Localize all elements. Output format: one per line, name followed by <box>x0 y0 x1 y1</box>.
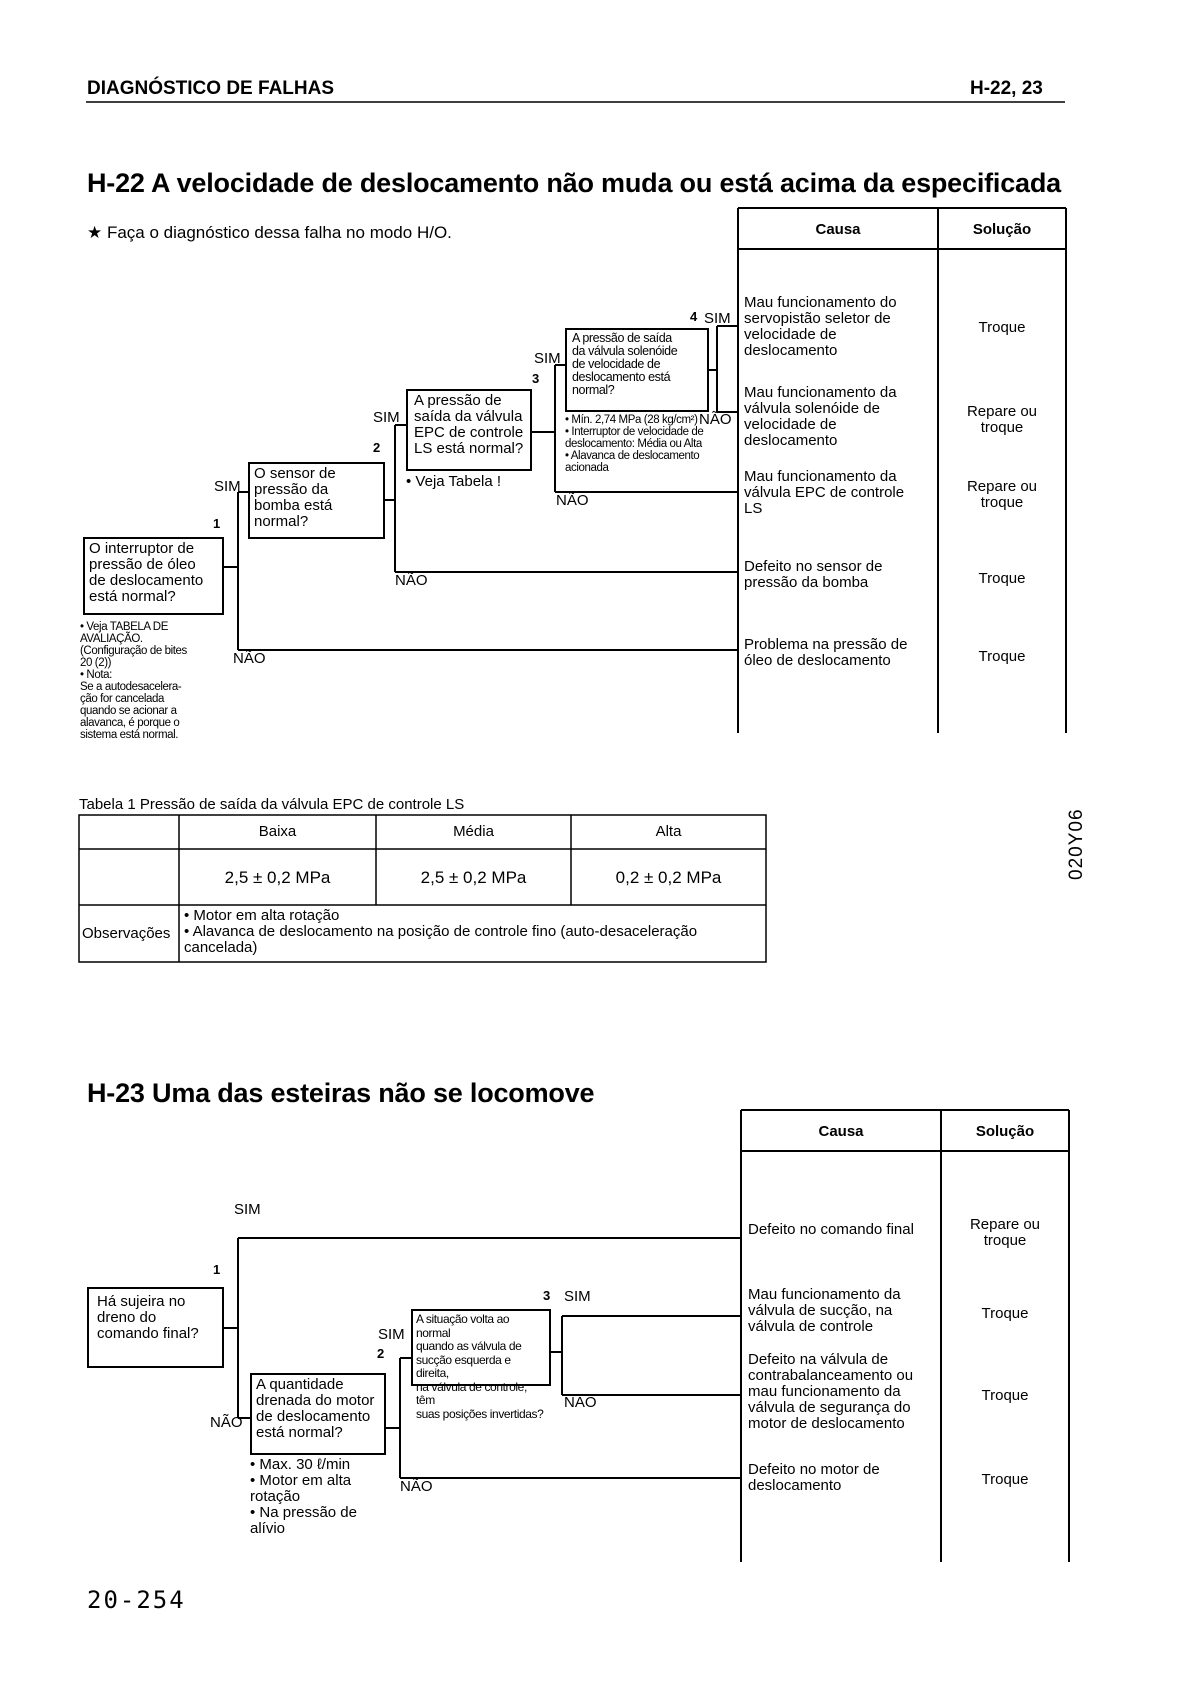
h22-question-4-notes: • Mín. 2,74 MPa (28 kg/cm²) • Interrupto… <box>565 414 704 474</box>
h22-question-1-number: 1 <box>213 516 221 531</box>
h22-question-3-number: 3 <box>532 371 540 386</box>
h23-label-nao-1: NÃO <box>210 1414 243 1431</box>
h22-cause-3: Mau funcionamento da válvula EPC de cont… <box>744 468 905 517</box>
h22-question-3-text: A pressão de saída da válvula EPC de con… <box>414 392 524 457</box>
h22-cause-header: Causa <box>815 221 861 238</box>
h23-cause-4: Defeito no motor de deslocamento <box>748 1461 880 1494</box>
h22-solution-5: Troque <box>978 648 1026 665</box>
h22-cause-4: Defeito no sensor de pressão da bomba <box>744 558 883 591</box>
h23-label-sim-1: SIM <box>234 1201 261 1218</box>
h22-question-2-text: O sensor de pressão da bomba está normal… <box>254 465 336 530</box>
h22-question-4-number: 4 <box>690 309 698 324</box>
h22-cause-5: Problema na pressão de óleo de deslocame… <box>744 636 908 669</box>
h22-solution-2: Repare ou troque <box>966 403 1038 436</box>
side-code: 020Y06 <box>1066 808 1087 880</box>
h23-question-2-text: A quantidade drenada do motor de desloca… <box>256 1376 375 1441</box>
table1-obs-label: Observações <box>82 925 171 942</box>
h22-question-3: A pressão de saída da válvula EPC de con… <box>406 389 532 471</box>
h23-question-1: Há sujeira no dreno do comando final? <box>87 1287 224 1368</box>
h23-cause-2: Mau funcionamento da válvula de sucção, … <box>748 1286 901 1335</box>
h22-label-sim-4: SIM <box>704 310 731 327</box>
h23-question-2-notes: • Max. 30 ℓ/min • Motor em alta rotação … <box>250 1456 357 1537</box>
h22-question-2-number: 2 <box>373 440 381 455</box>
h23-solution-4: Troque <box>981 1471 1029 1488</box>
table1-obs-text: • Motor em alta rotação • Alavanca de de… <box>184 907 698 956</box>
h23-title: H-23 Uma das esteiras não se locomove <box>87 1078 595 1108</box>
h22-label-nao-1: NÃO <box>233 650 266 667</box>
h22-solution-header: Solução <box>972 221 1032 238</box>
h22-label-nao-4: NÃO <box>699 411 732 428</box>
h23-solution-3: Troque <box>981 1387 1029 1404</box>
h23-cause-header: Causa <box>818 1123 864 1140</box>
section-codes: H-22, 23 <box>970 78 1043 99</box>
h23-solution-header: Solução <box>975 1123 1035 1140</box>
h23-question-3-number: 3 <box>543 1288 551 1303</box>
h22-solution-3: Repare ou troque <box>966 478 1038 511</box>
h22-question-4: A pressão de saída da válvula solenóide … <box>565 328 709 412</box>
h23-cause-3: Defeito na válvula de contrabalanceament… <box>748 1351 914 1432</box>
section-title: DIAGNÓSTICO DE FALHAS <box>87 78 335 99</box>
h22-note: ★ Faça o diagnóstico dessa falha no modo… <box>87 223 452 242</box>
h22-question-2: O sensor de pressão da bomba está normal… <box>248 462 385 539</box>
h23-label-nao-3: NÃO <box>564 1394 597 1411</box>
h22-cause-1: Mau funcionamento do servopistão seletor… <box>744 294 897 359</box>
table1-value-baixa: 2,5 ± 0,2 MPa <box>224 868 331 887</box>
h22-solution-1: Troque <box>978 319 1026 336</box>
table1-caption: Tabela 1 Pressão de saída da válvula EPC… <box>79 796 465 813</box>
table1-value-alta: 0,2 ± 0,2 MPa <box>615 868 722 887</box>
h22-question-1-text: O interruptor de pressão de óleo de desl… <box>89 540 204 605</box>
table1-col-alta: Alta <box>655 823 682 840</box>
h22-question-1: O interruptor de pressão de óleo de desl… <box>83 537 224 615</box>
h23-solution-2: Troque <box>981 1305 1029 1322</box>
h22-solution-4: Troque <box>978 570 1026 587</box>
h22-label-sim-1: SIM <box>214 478 241 495</box>
h23-question-2: A quantidade drenada do motor de desloca… <box>250 1373 386 1455</box>
h22-question-4-text: A pressão de saída da válvula solenóide … <box>572 331 678 397</box>
h23-label-sim-2: SIM <box>378 1326 405 1343</box>
table1-value-media: 2,5 ± 0,2 MPa <box>420 868 527 887</box>
h22-title: H-22 A velocidade de deslocamento não mu… <box>87 168 1061 198</box>
h22-label-sim-3: SIM <box>534 350 561 367</box>
h23-label-sim-3: SIM <box>564 1288 591 1305</box>
h23-question-1-number: 1 <box>213 1262 221 1277</box>
h22-cause-2: Mau funcionamento da válvula solenóide d… <box>744 384 897 449</box>
h23-label-nao-2: NÃO <box>400 1478 433 1495</box>
h22-label-nao-3: NÃO <box>556 492 589 509</box>
page-number: 20-254 <box>87 1586 186 1614</box>
h22-label-sim-2: SIM <box>373 409 400 426</box>
h23-cause-1: Defeito no comando final <box>748 1221 914 1238</box>
h23-question-1-text: Há sujeira no dreno do comando final? <box>97 1293 199 1342</box>
h23-question-2-number: 2 <box>377 1346 385 1361</box>
h23-question-3-text: A situação volta ao normal quando as vál… <box>416 1312 544 1421</box>
h23-solution-1: Repare ou troque <box>969 1216 1041 1249</box>
h22-label-nao-2: NÃO <box>395 572 428 589</box>
table1-col-media: Média <box>453 823 494 840</box>
table1-col-baixa: Baixa <box>258 823 297 840</box>
h23-question-3: A situação volta ao normal quando as vál… <box>411 1309 551 1420</box>
h22-question-3-notes: • Veja Tabela ! <box>406 473 502 490</box>
h22-question-1-notes: • Veja TABELA DE AVALIAÇÃO. (Configuraçã… <box>80 621 187 741</box>
